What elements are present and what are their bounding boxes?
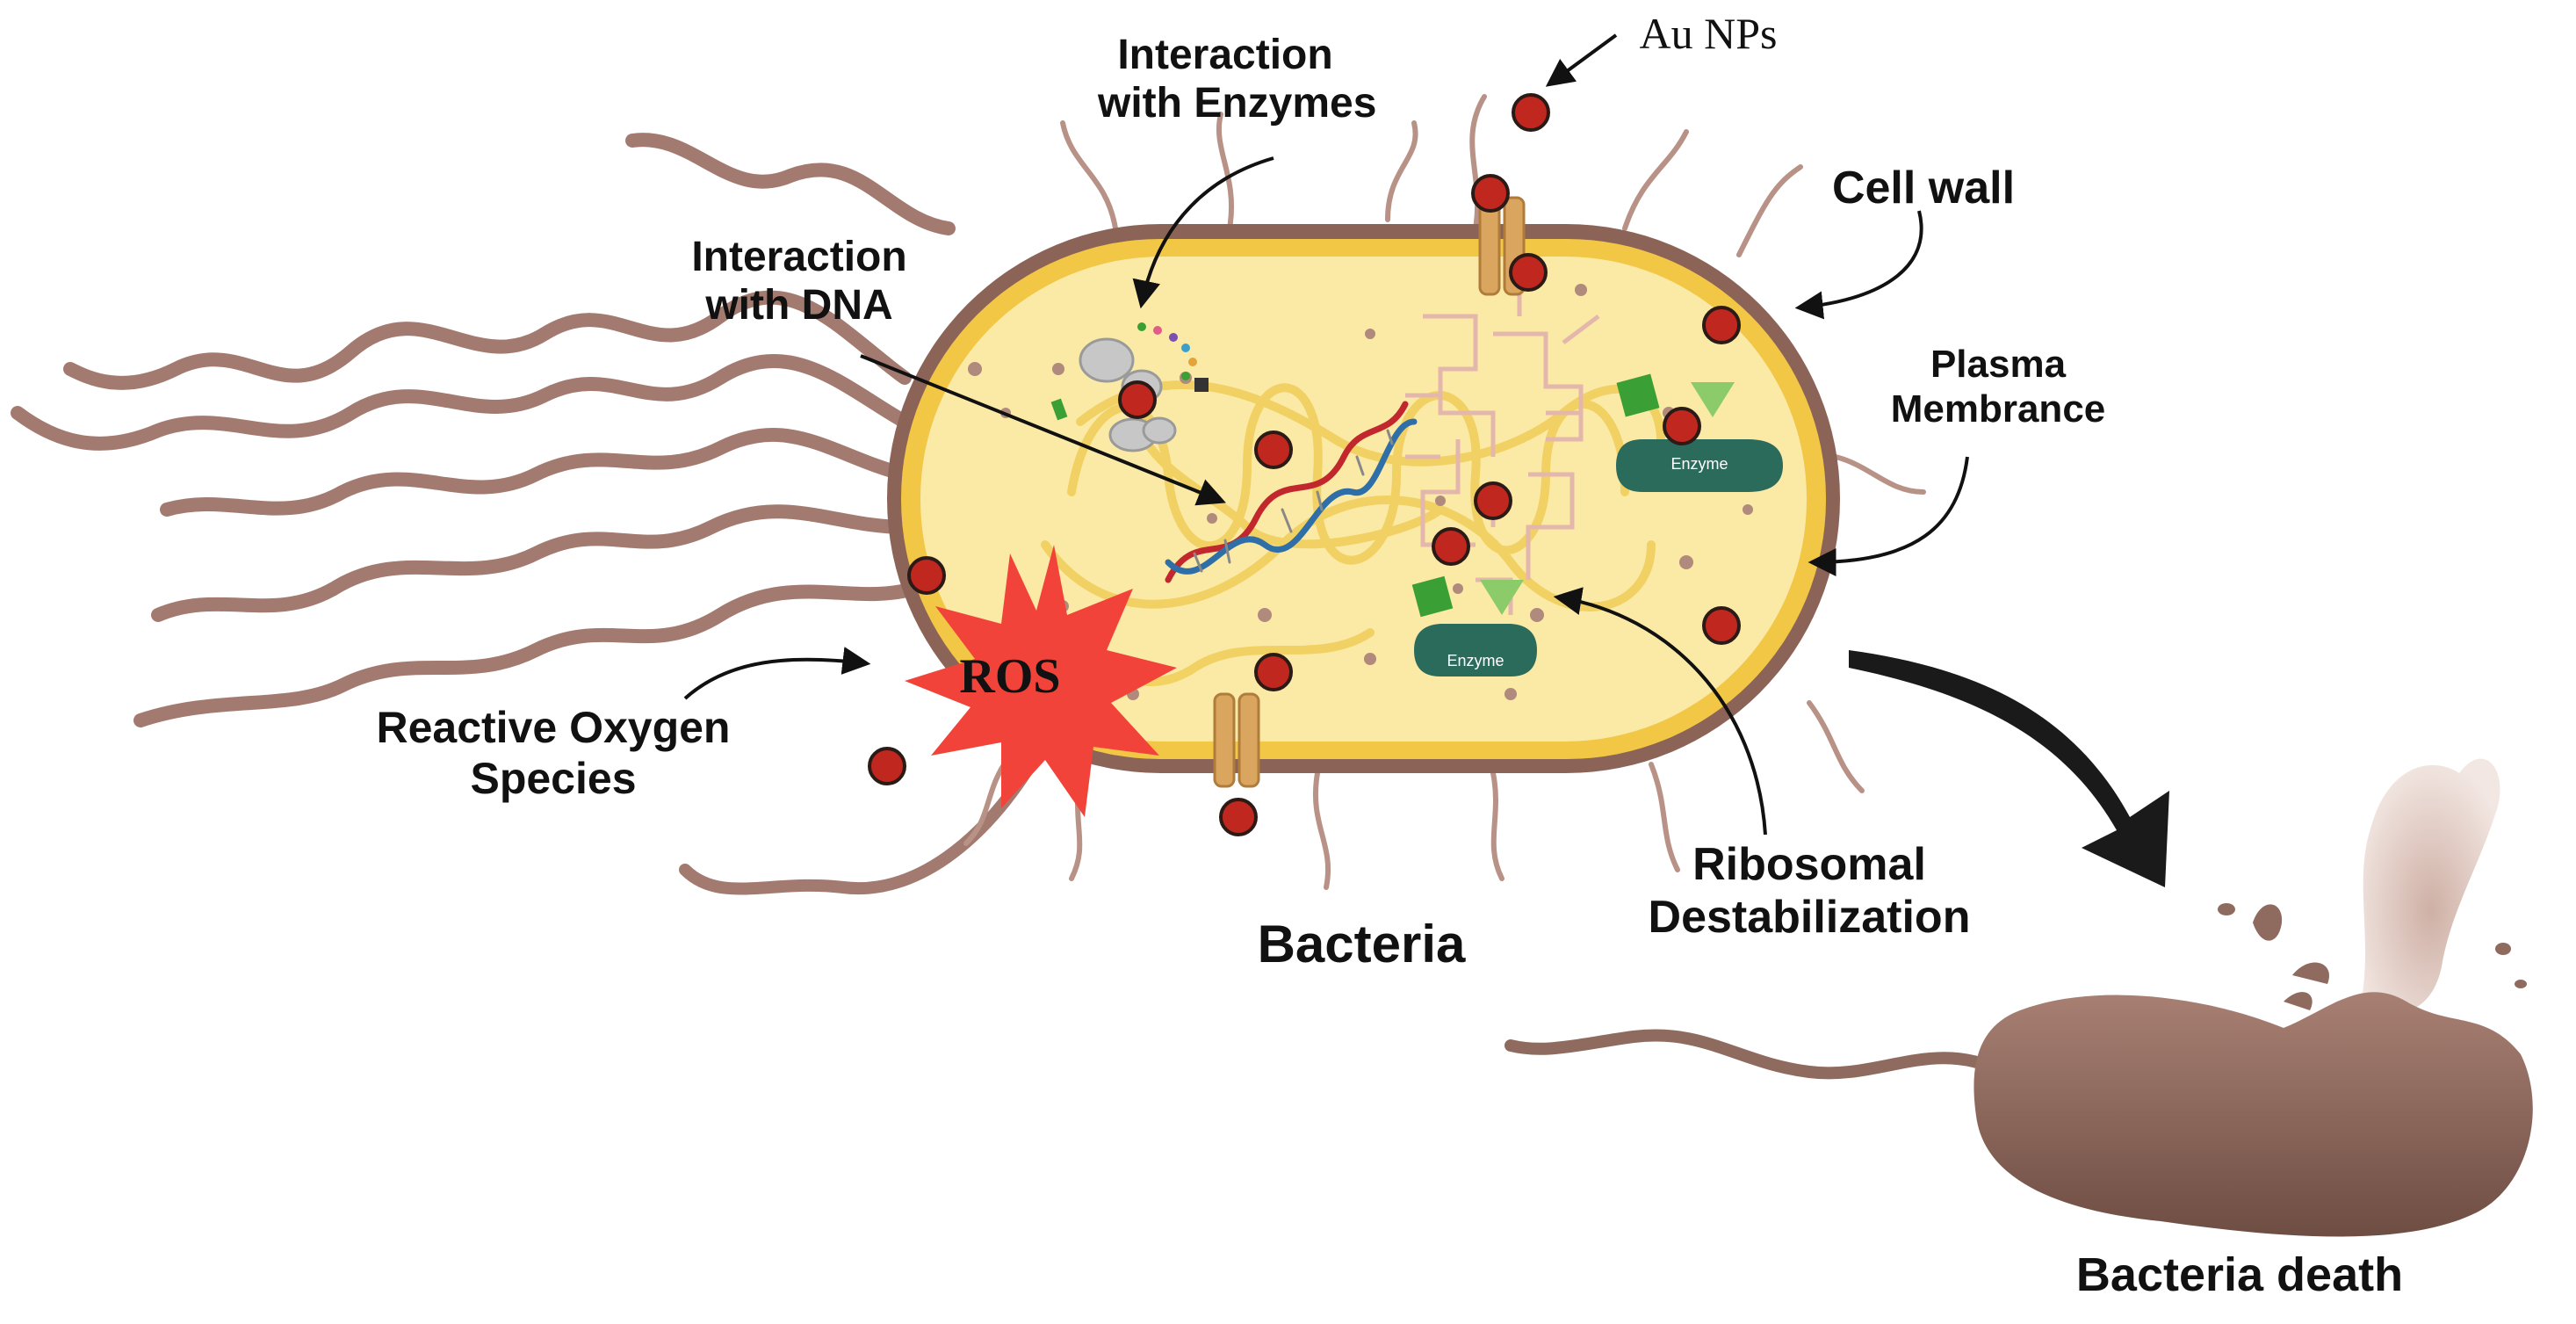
ros-burst <box>905 545 1177 817</box>
death-arrow <box>1849 650 2169 887</box>
dead-bacterium <box>1504 758 2533 1237</box>
arrow-ribosomal <box>1553 587 1767 836</box>
nanoparticle <box>1219 798 1258 836</box>
gold-nanoparticles <box>868 93 1741 836</box>
label-line: Destabilization <box>1648 891 1971 943</box>
nanoparticle <box>1432 527 1470 566</box>
enzyme-2 <box>1411 575 1537 676</box>
arrow-dna <box>860 354 1226 506</box>
arrow-au-nps <box>1545 33 1618 87</box>
pilus <box>1385 120 1418 222</box>
flagella-left <box>11 133 956 727</box>
nanoparticle <box>1512 93 1550 132</box>
pilus <box>1469 94 1487 231</box>
dna-helix <box>1165 401 1418 583</box>
label-line: Reactive Oxygen <box>376 703 731 752</box>
label-reactive-oxygen: Reactive Oxygen Species <box>369 703 738 804</box>
label-enzyme-1: Enzyme <box>1670 455 1728 473</box>
flagellum <box>133 582 920 727</box>
flagellum <box>11 354 912 451</box>
nanoparticle <box>1254 430 1293 469</box>
substrate-triangle <box>1691 382 1735 417</box>
mrna-beads <box>1050 322 1209 421</box>
splash-droplets <box>2218 903 2527 1010</box>
enzyme-shape <box>1616 439 1783 492</box>
ribosome-subunits <box>1079 337 1177 452</box>
dead-flagellum <box>1504 1029 2009 1080</box>
nanoparticle <box>1118 380 1157 419</box>
label-au-nps: Au NPs <box>1639 9 1778 58</box>
label-bacteria: Bacteria <box>1257 915 1466 973</box>
label-line: Ribosomal <box>1692 839 1926 890</box>
arrow-plasma <box>1808 456 1969 576</box>
porin-bottom <box>1213 692 1260 788</box>
pilus <box>1649 762 1680 872</box>
arrow-cell-wall <box>1794 210 1923 320</box>
nanoparticle <box>1471 174 1510 213</box>
arrow-ros <box>683 647 871 700</box>
nanoparticle <box>907 556 946 595</box>
pilus <box>1060 120 1118 231</box>
label-ribosomal: Ribosomal Destabilization <box>1625 839 1994 944</box>
pilus <box>1736 164 1803 257</box>
flagellum <box>160 428 912 517</box>
nanoparticle <box>1474 481 1512 520</box>
pilus <box>1833 454 1926 495</box>
pilus <box>1216 112 1235 231</box>
label-bacteria-death: Bacteria death <box>2075 1248 2404 1301</box>
nanoparticle <box>1254 653 1293 691</box>
enzyme-shape <box>1414 624 1537 676</box>
dead-cell-body <box>1973 992 2533 1237</box>
substrate-block <box>1616 373 1660 417</box>
substrate-block <box>1411 575 1454 618</box>
flagellum-bottom <box>679 749 1043 895</box>
label-enzyme-2: Enzyme <box>1447 652 1504 669</box>
arrow-enzymes <box>1132 156 1274 309</box>
smoke <box>2363 758 2500 1012</box>
pilus <box>1622 129 1689 231</box>
label-plasma-membrance: Plasma Membrance <box>1871 343 2125 431</box>
pilus <box>1312 771 1331 890</box>
label-line: with Enzymes <box>1098 80 1377 127</box>
label-line: Interaction <box>691 234 907 280</box>
flagellum <box>63 290 912 390</box>
label-ros: ROS <box>959 649 1061 704</box>
callout-arrows <box>683 33 1969 836</box>
label-line: Interaction <box>1117 32 1333 78</box>
nanoparticle <box>1702 606 1741 645</box>
flagellum <box>625 133 956 235</box>
label-line: Species <box>470 753 637 803</box>
substrate-triangle <box>1480 580 1524 615</box>
label-line: Membrance <box>1890 387 2106 430</box>
label-line: Plasma <box>1930 343 2067 386</box>
label-cell-wall: Cell wall <box>1831 163 2016 213</box>
label-interaction-dna: Interaction with DNA <box>676 233 922 329</box>
nanoparticle <box>868 747 906 785</box>
label-line: with DNA <box>705 282 893 329</box>
nanoparticle <box>1663 407 1701 445</box>
pilus <box>1807 700 1865 793</box>
enzyme-1 <box>1616 373 1783 492</box>
nanoparticle <box>1702 306 1741 344</box>
label-interaction-enzymes: Interaction with Enzymes <box>1098 31 1377 127</box>
flagellum <box>151 504 912 622</box>
pilus <box>1490 771 1504 881</box>
nanoparticle <box>1509 253 1548 292</box>
